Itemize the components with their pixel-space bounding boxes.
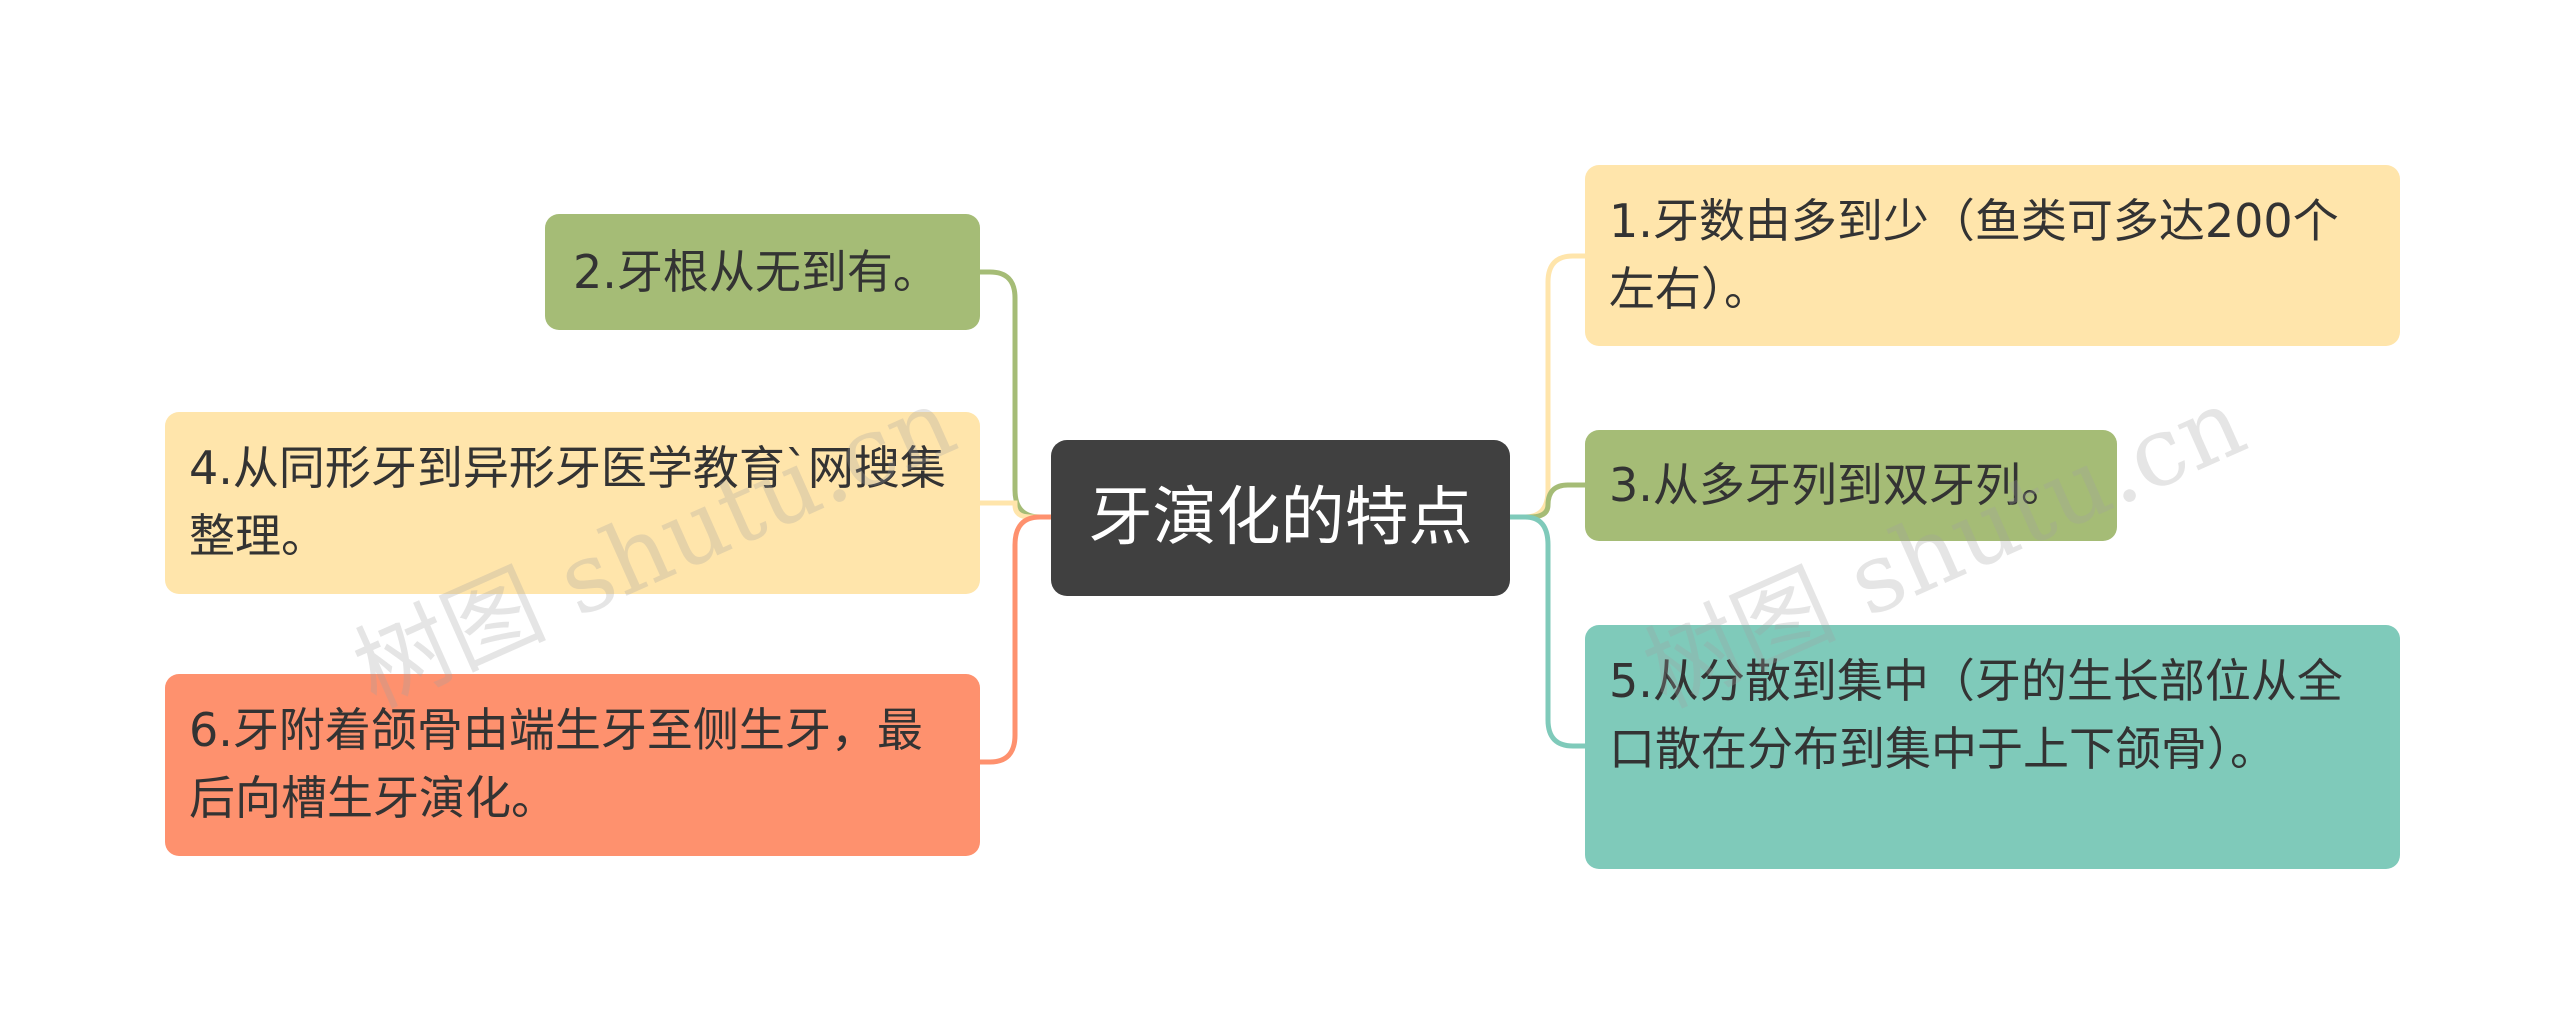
connector-node-1 (1510, 253, 1585, 520)
connector-node-2 (980, 269, 1051, 520)
topic-node-1[interactable]: 1.牙数由多到少（鱼类可多达200个左右）。 (1585, 165, 2400, 346)
topic-node-6[interactable]: 6.牙附着颌骨由端生牙至侧生牙，最后向槽生牙演化。 (165, 674, 980, 856)
connector-node-3 (1510, 482, 1585, 520)
central-topic[interactable]: 牙演化的特点 (1051, 440, 1510, 596)
topic-node-5[interactable]: 5.从分散到集中（牙的生长部位从全口散在分布到集中于上下颌骨）。 (1585, 625, 2400, 869)
topic-node-3[interactable]: 3.从多牙列到双牙列。 (1585, 430, 2117, 541)
connector-node-6 (980, 514, 1051, 765)
topic-node-2[interactable]: 2.牙根从无到有。 (545, 214, 980, 330)
connector-node-5 (1510, 514, 1585, 749)
topic-node-4[interactable]: 4.从同形牙到异形牙医学教育`网搜集整理。 (165, 412, 980, 594)
